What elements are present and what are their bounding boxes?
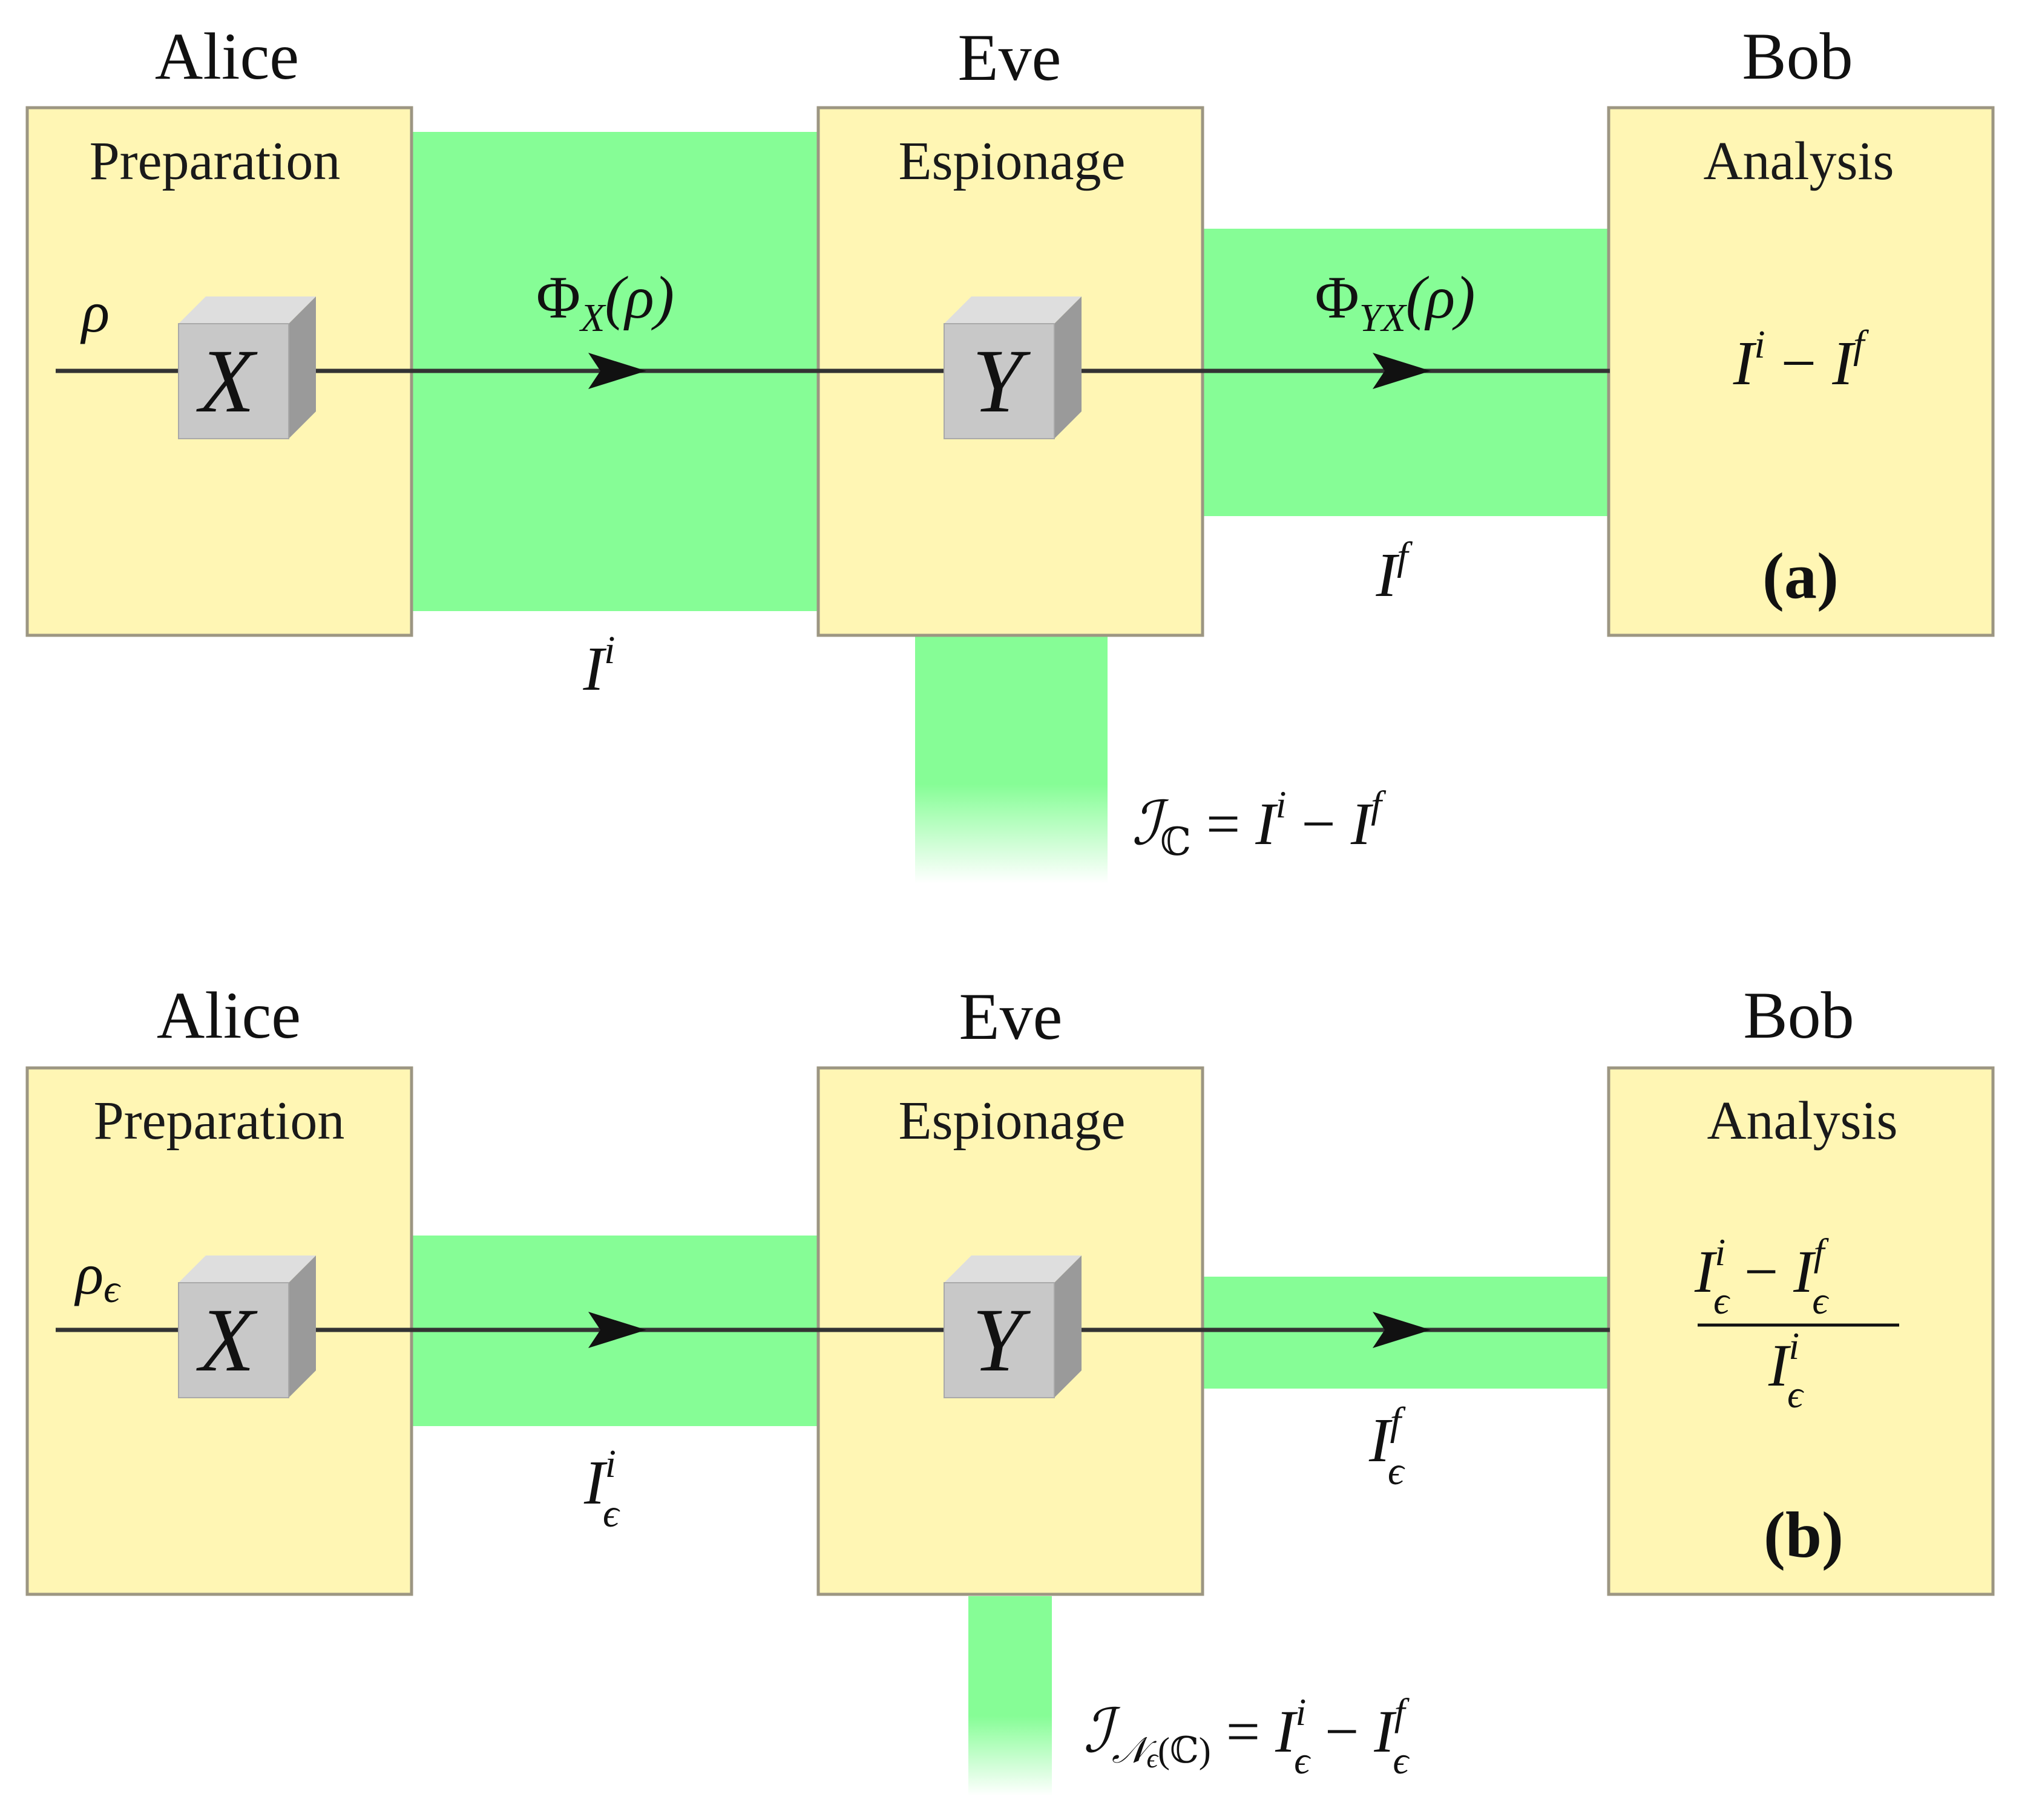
preparation-label-b: Preparation — [94, 1091, 345, 1151]
alice-title-b: Alice — [157, 978, 301, 1052]
espionage-label-b: Espionage — [899, 1091, 1126, 1151]
gate-x-cube: X — [178, 296, 316, 439]
beam-eve-leak-b — [968, 1596, 1052, 1796]
analysis-label-b: Analysis — [1707, 1091, 1898, 1151]
gate-y-label-b: Y — [972, 1290, 1031, 1390]
bob-title-b: Bob — [1743, 978, 1854, 1052]
gate-y-label: Y — [972, 331, 1031, 431]
gate-y-cube-b: Y — [944, 1255, 1082, 1398]
info-initial-label: Ii — [583, 628, 616, 704]
info-final-label: If — [1376, 534, 1413, 610]
bob-title: Bob — [1742, 19, 1853, 93]
arrow-head-1 — [588, 353, 646, 389]
channel-label-phi-yx: ΦYX(ρ) — [1315, 264, 1476, 340]
leak-formula: ℐℂ = Ii − If — [1132, 783, 1387, 863]
beam-eve-leak — [915, 635, 1108, 883]
gate-y-cube: Y — [944, 296, 1082, 439]
panel-a: Alice Eve Bob Preparation Espionage Anal… — [25, 19, 1995, 883]
input-state-rho-eps: ρϵ — [74, 1242, 121, 1311]
eve-title: Eve — [957, 21, 1061, 94]
analysis-label: Analysis — [1704, 131, 1894, 191]
arrow-head-1-b — [588, 1312, 646, 1348]
gate-x-label-b: X — [196, 1290, 258, 1390]
espionage-label: Espionage — [899, 131, 1126, 191]
input-state-rho: ρ — [80, 280, 110, 344]
bob-result: Ii − If — [1733, 322, 1869, 398]
channel-label-phi-x: ΦX(ρ) — [536, 264, 674, 340]
panel-b: Alice Eve Bob Preparation Espionage Anal… — [25, 978, 1995, 1796]
panel-tag-a: (a) — [1762, 540, 1839, 612]
arrow-head-2-b — [1373, 1312, 1431, 1348]
bob-box — [1607, 106, 1995, 637]
preparation-label: Preparation — [90, 131, 341, 191]
eve-title-b: Eve — [959, 980, 1062, 1053]
gate-x-label: X — [196, 331, 258, 431]
gate-x-cube-b: X — [178, 1255, 316, 1398]
arrow-head-2 — [1373, 353, 1431, 389]
bob-box-b — [1607, 1066, 1995, 1596]
panel-tag-b: (b) — [1764, 1499, 1843, 1571]
alice-title: Alice — [155, 19, 299, 93]
